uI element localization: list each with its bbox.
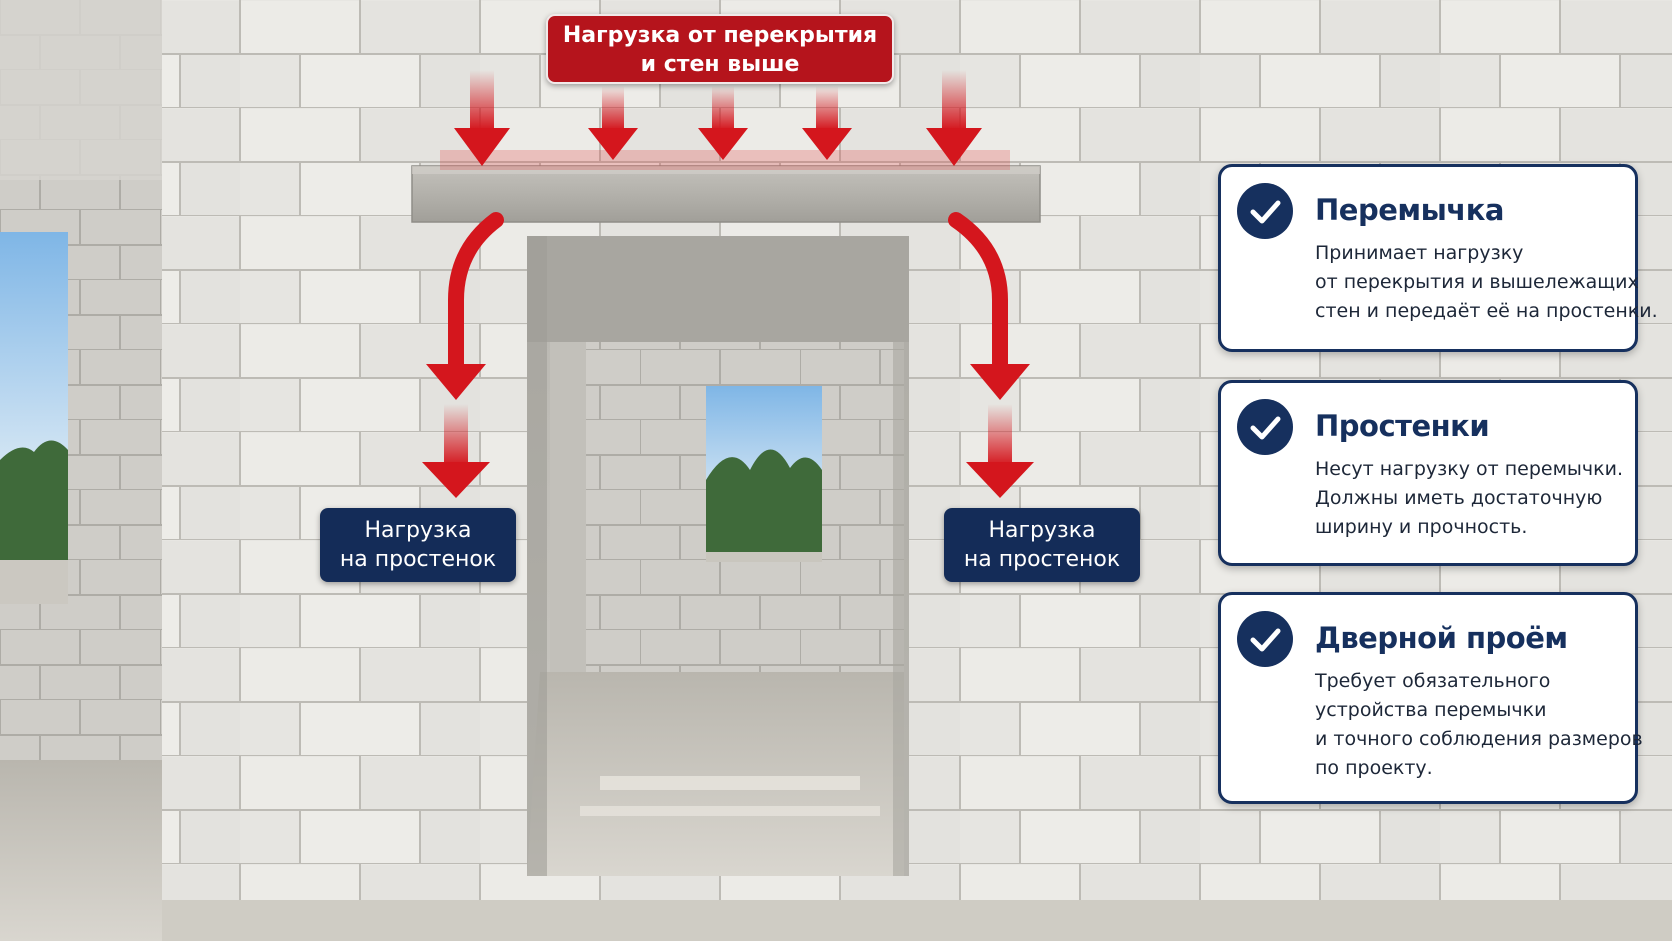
card-description: Несут нагрузку от перемычки. Должны имет… bbox=[1315, 455, 1631, 542]
pier-load-left-line-1: Нагрузка bbox=[364, 518, 472, 543]
pier-load-label-left: Нагрузка на простенок bbox=[320, 508, 516, 582]
pier-load-right-line-1: Нагрузка bbox=[988, 518, 1096, 543]
card-line: Должны иметь достаточную bbox=[1315, 487, 1603, 509]
check-circle-icon bbox=[1237, 611, 1293, 667]
card-title: Дверной проём bbox=[1315, 621, 1568, 655]
card-line: Требует обязательного bbox=[1315, 670, 1551, 692]
card-line: и точного соблюдения размеров bbox=[1315, 728, 1643, 750]
card-description: Требует обязательного устройства перемыч… bbox=[1315, 667, 1643, 783]
pier-load-left-line-2: на простенок bbox=[339, 547, 497, 572]
card-title: Простенки bbox=[1315, 409, 1490, 443]
info-card-piers: Простенки Несут нагрузку от перемычки. Д… bbox=[1218, 380, 1638, 566]
down-arrow-icon bbox=[454, 70, 510, 166]
slab-load-label: Нагрузка от перекрытия и стен выше bbox=[546, 14, 894, 84]
card-line: устройства перемычки bbox=[1315, 699, 1547, 721]
curved-arrow-left-icon bbox=[422, 212, 504, 498]
card-line: Принимает нагрузку bbox=[1315, 242, 1524, 264]
down-arrow-icon bbox=[698, 86, 748, 160]
down-arrow-icon bbox=[802, 86, 852, 160]
slab-load-line-2: и стен выше bbox=[640, 52, 800, 77]
card-line: по проекту. bbox=[1315, 757, 1433, 779]
down-arrow-icon bbox=[926, 70, 982, 166]
pier-load-label-right: Нагрузка на простенок bbox=[944, 508, 1140, 582]
card-title: Перемычка bbox=[1315, 193, 1504, 227]
info-card-doorway: Дверной проём Требует обязательного устр… bbox=[1218, 592, 1643, 804]
card-line: стен и передаёт её на простенки. bbox=[1315, 300, 1658, 322]
pier-load-right-line-2: на простенок bbox=[963, 547, 1121, 572]
slab-load-line-1: Нагрузка от перекрытия bbox=[562, 23, 878, 48]
check-circle-icon bbox=[1237, 399, 1293, 455]
curved-arrow-right-icon bbox=[948, 212, 1034, 498]
card-line: от перекрытия и вышележащих bbox=[1315, 271, 1639, 293]
info-card-lintel: Перемычка Принимает нагрузку от перекрыт… bbox=[1218, 164, 1658, 352]
card-description: Принимает нагрузку от перекрытия и вышел… bbox=[1315, 239, 1658, 326]
card-line: Несут нагрузку от перемычки. bbox=[1315, 458, 1624, 480]
down-arrow-icon bbox=[588, 86, 638, 160]
card-line: ширину и прочность. bbox=[1315, 516, 1528, 538]
check-circle-icon bbox=[1237, 183, 1293, 239]
